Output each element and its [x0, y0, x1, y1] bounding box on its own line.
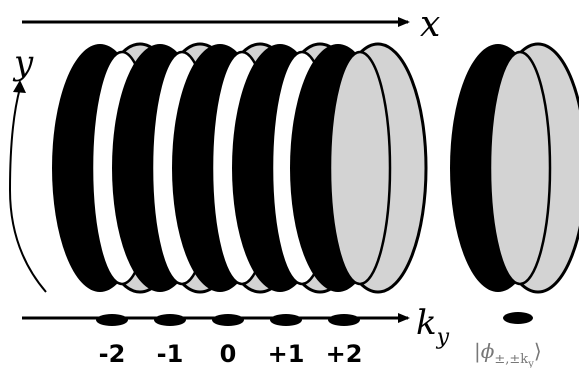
ring-inner-opening: [488, 50, 552, 286]
x-axis-label: x: [420, 4, 440, 45]
ky-dot: [212, 314, 244, 326]
ky-dot: [328, 314, 360, 326]
ky-tick-labels: -2 -1 0 +1 +2: [99, 340, 363, 368]
ky-tick-label: -1: [157, 340, 184, 368]
state-label: |ϕ±,±ky⟩: [474, 339, 542, 368]
ky-axis-label: ky: [416, 303, 450, 350]
ky-tick-label: +2: [326, 340, 363, 368]
single-ring: [450, 42, 579, 294]
y-axis-curved-arrow: [8, 87, 47, 293]
ky-dots: [96, 314, 360, 326]
state-dot: [503, 312, 533, 324]
ky-dot: [270, 314, 302, 326]
ky-tick-label: -2: [99, 340, 126, 368]
ring: [290, 42, 428, 294]
ring-stack: [52, 42, 428, 294]
ring-inner-opening: [328, 50, 392, 286]
ky-dot: [154, 314, 186, 326]
ring: [450, 42, 579, 294]
ky-dot: [96, 314, 128, 326]
y-axis-arrowhead: [13, 80, 26, 93]
ky-axis-subscript: y: [436, 325, 450, 350]
ky-tick-label: +1: [268, 340, 305, 368]
ky-tick-label: 0: [220, 340, 237, 368]
y-axis-label: y: [12, 43, 34, 83]
